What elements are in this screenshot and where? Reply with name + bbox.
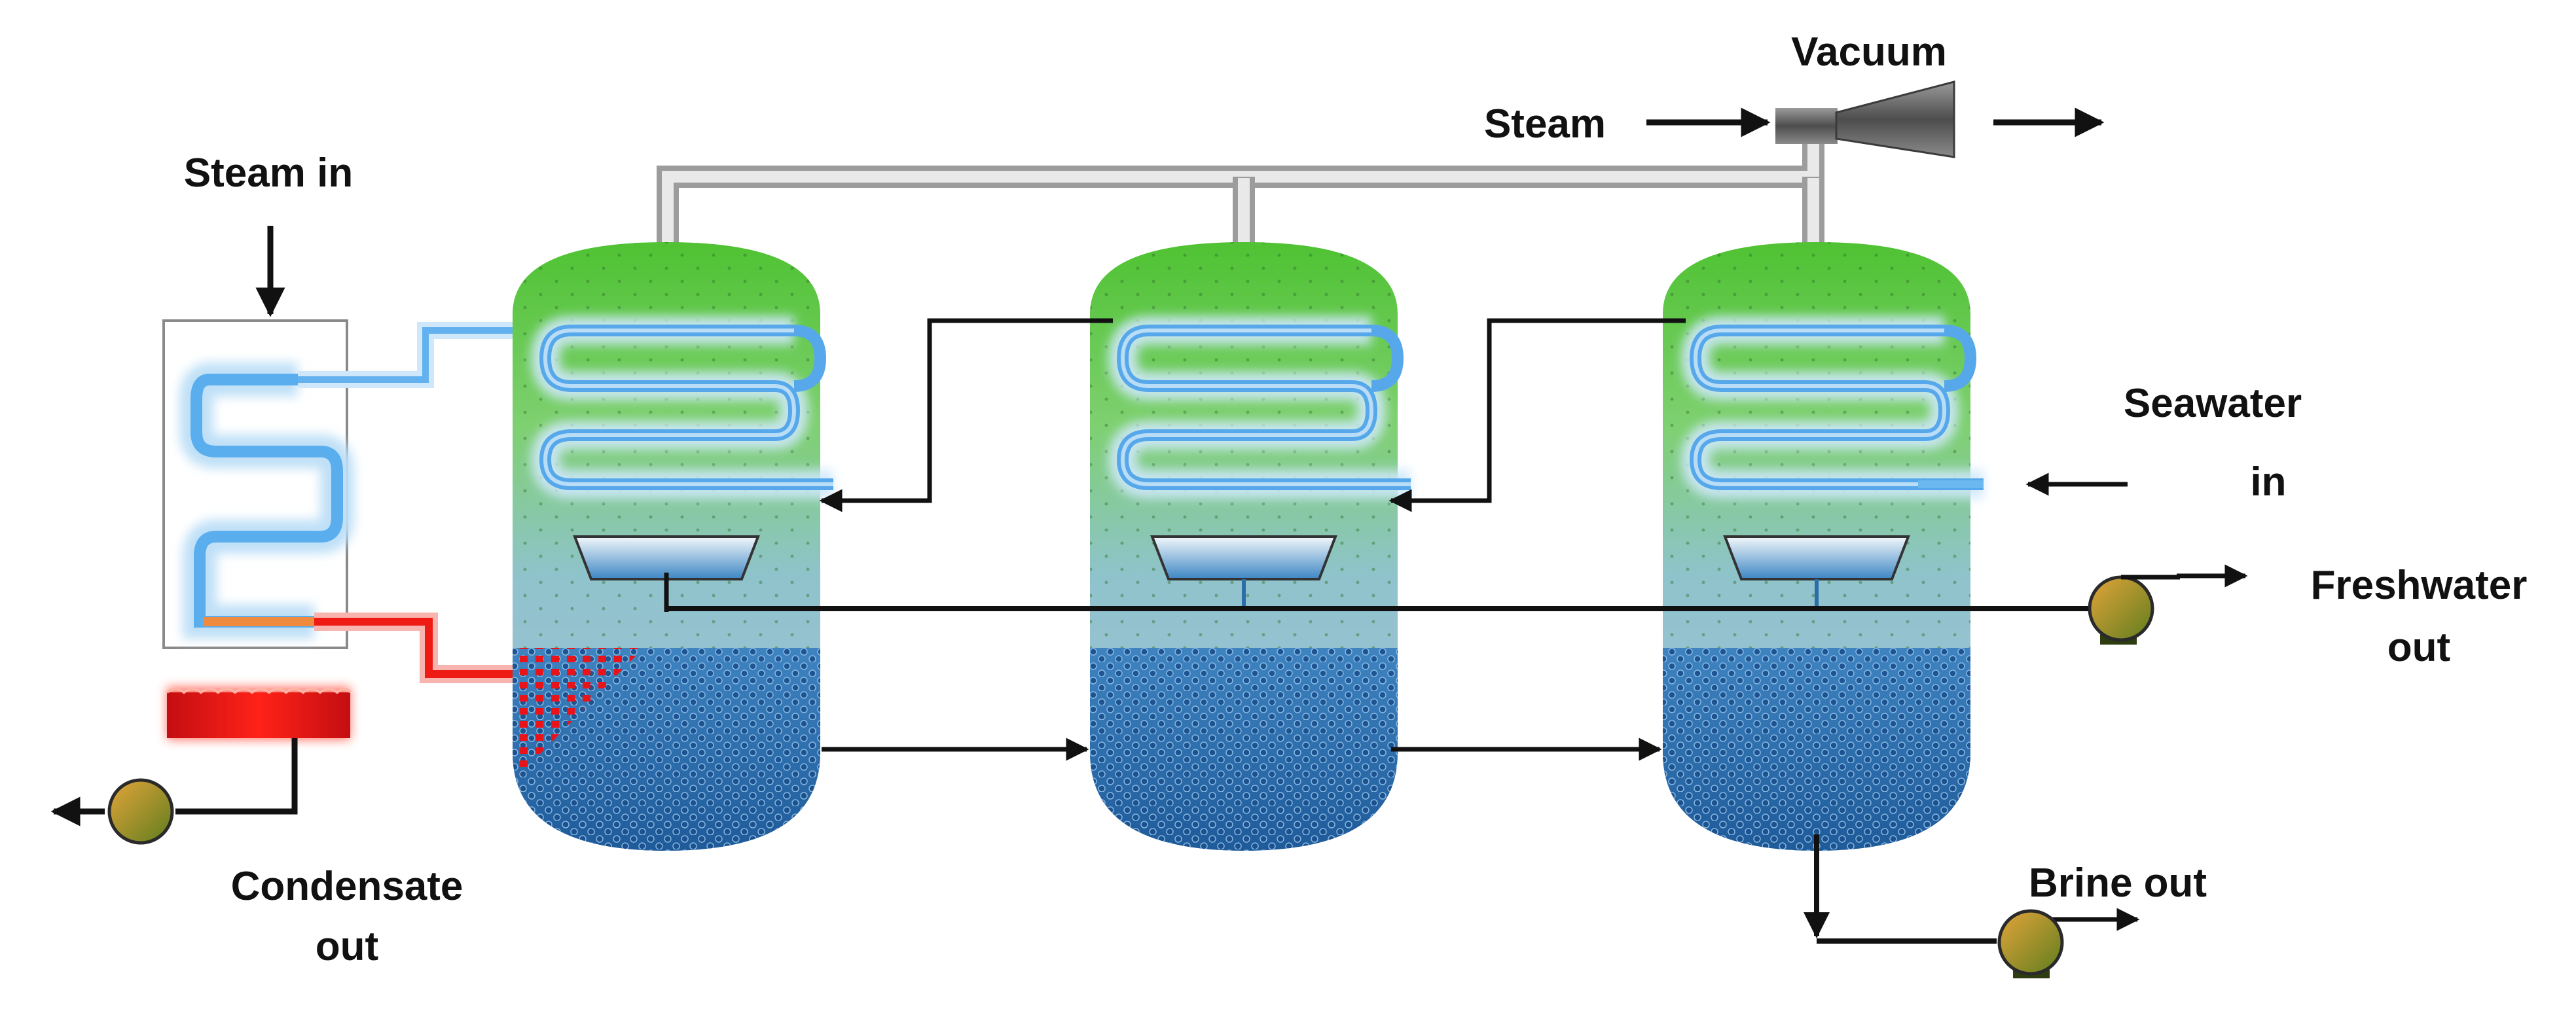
label-condensate-out-2: out — [316, 924, 378, 969]
label-seawater-in: Seawater — [2124, 381, 2302, 426]
distillate-tray — [1150, 535, 1337, 580]
label-condensate-out: Condensate — [231, 864, 463, 909]
pump-icon — [107, 778, 174, 845]
label-brine-out: Brine out — [2029, 861, 2207, 906]
vessel-effect-3 — [1663, 242, 1984, 851]
distillate-tray — [573, 535, 760, 580]
hot-spray — [516, 648, 644, 779]
vacuum-header-pipe — [657, 131, 1824, 252]
steam-heater-box — [162, 226, 537, 739]
pump-icon — [1997, 909, 2064, 978]
label-seawater-in-2: in — [2250, 459, 2286, 505]
label-vacuum: Vacuum — [1791, 29, 1947, 75]
label-freshwater-out-2: out — [2387, 625, 2450, 670]
label-freshwater-out: Freshwater — [2311, 563, 2528, 608]
condensate-line — [50, 738, 298, 827]
distillate-tray — [1723, 535, 1910, 580]
label-steam-in: Steam in — [184, 151, 353, 196]
vessel-effect-1 — [513, 242, 833, 851]
freshwater-line — [664, 564, 2248, 612]
label-steam: Steam — [1484, 101, 1606, 147]
steam-ejector-icon — [1775, 80, 1955, 158]
pump-icon — [2088, 575, 2180, 645]
vessel-effect-2 — [1090, 242, 1411, 851]
vapor-transfer-lines — [819, 318, 1686, 512]
